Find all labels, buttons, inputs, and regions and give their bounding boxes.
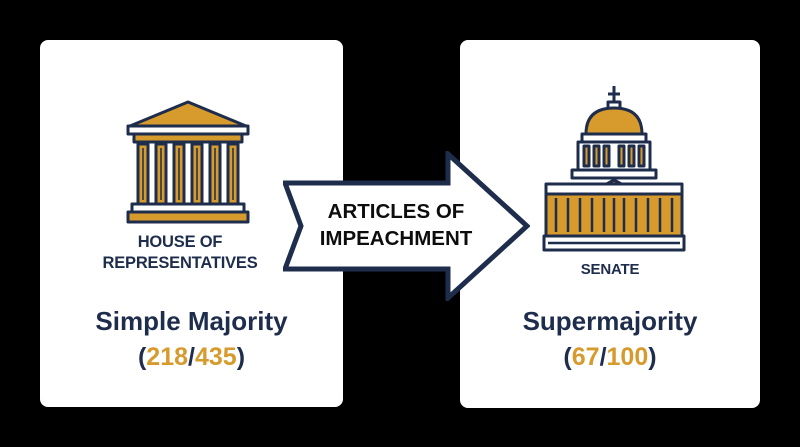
- house-threshold: Simple Majority: [95, 306, 288, 336]
- house-close-paren: ): [236, 343, 246, 371]
- senate-vote-count: (67/100): [460, 343, 760, 372]
- senate-open-paren: (: [563, 343, 572, 371]
- house-vote-count: (218/435): [40, 343, 343, 372]
- house-chamber-name: HOUSE OF REPRESENTATIVES: [50, 232, 310, 274]
- right-arrow-icon: [283, 151, 530, 301]
- senate-total-members: 100: [606, 343, 649, 371]
- house-votes-required: 218: [146, 343, 189, 371]
- senate-threshold: Supermajority: [522, 306, 698, 336]
- senate-chamber-name: SENATE: [580, 261, 640, 278]
- arrow-label-line2: IMPEACHMENT: [319, 227, 473, 250]
- capitol-dome-icon: [542, 86, 686, 252]
- columned-building-icon: [126, 100, 250, 224]
- arrow-label-line1: ARTICLES OF: [327, 200, 465, 223]
- house-open-paren: (: [137, 343, 147, 371]
- house-name-line1: HOUSE OF: [137, 233, 223, 251]
- house-name-line2: REPRESENTATIVES: [102, 254, 258, 272]
- house-total-members: 435: [194, 343, 237, 371]
- senate-card: SENATE Supermajority (67/100): [460, 40, 760, 408]
- arrow-label: ARTICLES OF IMPEACHMENT: [300, 198, 492, 252]
- senate-votes-required: 67: [571, 343, 600, 371]
- house-card: HOUSE OF REPRESENTATIVES Simple Majority…: [40, 40, 343, 407]
- senate-close-paren: ): [648, 343, 657, 371]
- senate-separator: /: [599, 343, 607, 371]
- house-separator: /: [188, 343, 195, 371]
